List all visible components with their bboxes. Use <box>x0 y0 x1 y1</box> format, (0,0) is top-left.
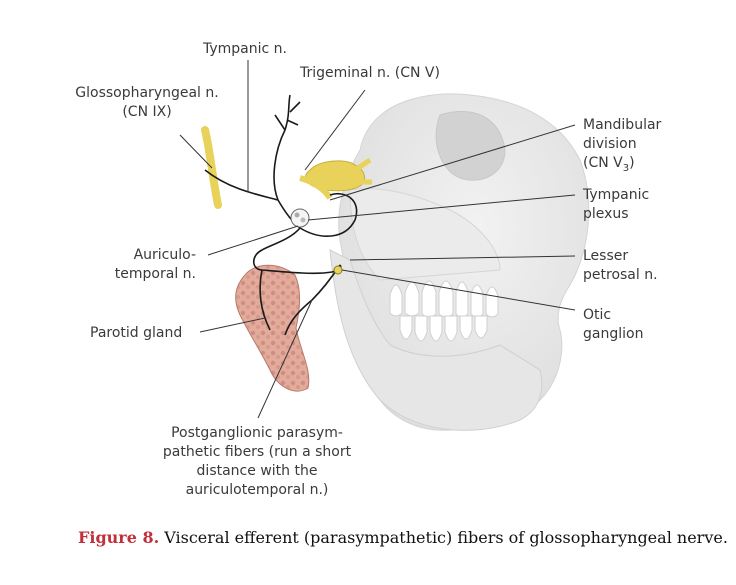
leader-lines <box>179 60 576 419</box>
label-parotid-gland: Parotid gland <box>90 325 183 341</box>
trigeminal-ganglion <box>299 157 372 200</box>
figure-number: Figure 8. <box>78 528 160 547</box>
skull <box>329 93 590 431</box>
label-mandibular-division: Mandibular division (CN V3) <box>583 117 662 174</box>
label-trigeminal-n: Trigeminal n. (CN V) <box>300 65 440 81</box>
label-tympanic-plexus: Tympanic plexus <box>583 187 650 222</box>
label-glossopharyngeal-n: Glossopharyngeal n. (CN IX) <box>75 85 219 120</box>
glossopharyngeal-nerve-trunk <box>201 126 222 209</box>
figure-caption: Figure 8. Visceral efferent (parasympath… <box>78 528 728 547</box>
tympanic-plexus-node <box>290 208 310 228</box>
label-lesser-petrosal-n: Lesser petrosal n. <box>583 248 658 283</box>
label-auriculotemporal-n: Auriculo- temporal n. <box>114 247 196 282</box>
label-otic-ganglion: Otic ganglion <box>583 307 644 342</box>
otic-ganglion-node <box>333 265 343 275</box>
label-postganglionic-fibers: Postganglionic parasym- pathetic fibers … <box>162 425 352 498</box>
nerve-paths <box>204 94 358 336</box>
parotid-gland <box>235 264 310 392</box>
figure-caption-text: Visceral efferent (parasympathetic) fibe… <box>159 528 728 547</box>
label-tympanic-n: Tympanic n. <box>203 41 287 57</box>
